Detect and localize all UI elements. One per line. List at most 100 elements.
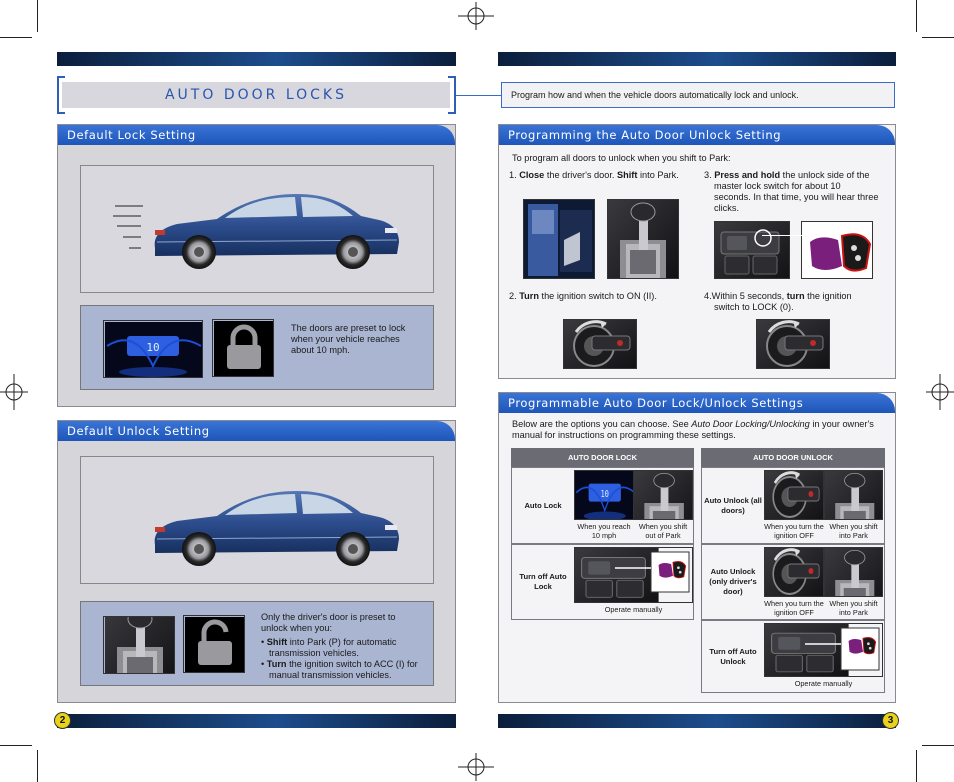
title-bracket-left xyxy=(57,76,65,114)
callout-line xyxy=(762,235,802,236)
lock-icon xyxy=(212,319,274,377)
caption: When you shift out of Park xyxy=(638,522,688,540)
step-number: 2. xyxy=(509,291,517,301)
caption: When you shift into Park xyxy=(829,599,878,617)
ignition-off-image xyxy=(764,547,824,597)
crop-mark xyxy=(916,0,917,32)
step-bold: Press and hold xyxy=(714,170,781,180)
unlock-row-driver-door: Auto Unlock (only driver's door) When yo… xyxy=(701,544,885,620)
car-image xyxy=(154,490,400,567)
unlock-info-text: Only the driver's door is preset to unlo… xyxy=(261,612,421,681)
lock-info-box: The doors are preset to lock when your v… xyxy=(80,305,434,390)
shifter-image xyxy=(824,470,883,520)
step-1: 1. Close the driver's door. Shift into P… xyxy=(509,170,689,181)
programming-intro: To program all doors to unlock when you … xyxy=(512,153,731,163)
registration-mark-icon xyxy=(926,374,954,410)
bullet-bold: Shift xyxy=(266,637,288,647)
unlock-info-intro: Only the driver's door is preset to unlo… xyxy=(261,612,396,633)
bullet-text: the ignition switch to ACC (I) for manua… xyxy=(269,659,418,680)
lock-switch-image xyxy=(764,623,883,677)
registration-mark-icon xyxy=(0,374,28,410)
caption: Operate manually xyxy=(794,679,853,688)
step-text: Within 5 seconds, xyxy=(711,291,787,301)
row-label: Turn off Auto Unlock xyxy=(709,646,757,666)
panel-heading: Programmable Auto Door Lock/Unlock Setti… xyxy=(508,396,804,410)
bullet-text: into Park (P) for automatic transmission… xyxy=(269,637,397,658)
title-bracket-right xyxy=(448,76,456,114)
intro-italic: Auto Door Locking/Unlocking xyxy=(691,419,810,429)
default-unlock-panel: Default Unlock Setting Only the driver's… xyxy=(57,420,456,703)
unlock-row-turn-off: Turn off Auto Unlock Operate manually xyxy=(701,620,885,693)
row-label: Auto Unlock (only driver's door) xyxy=(709,567,757,596)
ignition-off-image xyxy=(764,470,824,520)
page-title-box: AUTO DOOR LOCKS xyxy=(62,82,450,108)
unlock-icon xyxy=(183,615,245,673)
header-bar-left xyxy=(57,52,456,66)
caption: When you shift into Park xyxy=(829,522,878,540)
crop-mark xyxy=(922,745,954,746)
unlock-info-box: Only the driver's door is preset to unlo… xyxy=(80,601,434,686)
key-fob-image xyxy=(801,221,873,279)
crop-mark xyxy=(37,0,38,32)
step-text: the unlock side of the master lock switc… xyxy=(714,170,879,213)
car-image xyxy=(154,193,400,270)
car-image-box xyxy=(80,165,434,293)
row-label: Auto Unlock (all doors) xyxy=(704,495,762,515)
step-2: 2. Turn the ignition switch to ON (II). xyxy=(509,291,694,302)
panel-header: Default Unlock Setting xyxy=(58,421,455,441)
panel-header: Default Lock Setting xyxy=(58,125,455,145)
shifter-image xyxy=(824,547,883,597)
lock-row-turn-off: Turn off Auto Lock Operate manually xyxy=(511,544,694,620)
lock-switch-image xyxy=(574,547,693,603)
lock-switch-image xyxy=(714,221,790,279)
unlock-bullet-1: • Shift into Park (P) for automatic tran… xyxy=(261,637,397,658)
step-4: 4.Within 5 seconds, turn the ignition sw… xyxy=(704,291,879,313)
panel-header: Programmable Auto Door Lock/Unlock Setti… xyxy=(499,393,895,413)
ignition-on-image xyxy=(563,319,637,369)
step-number: 4. xyxy=(704,291,712,301)
crop-mark xyxy=(37,750,38,782)
step-bold: Shift xyxy=(617,170,638,180)
step-text: the ignition switch to LOCK (0). xyxy=(714,291,852,312)
footer-bar-left xyxy=(57,714,456,728)
caption: Operate manually xyxy=(604,605,663,614)
shifter-image xyxy=(607,199,679,279)
unlock-row-all-doors: Auto Unlock (all doors) When you turn th… xyxy=(701,467,885,544)
intro-text: in your owner's manual for instructions … xyxy=(512,419,874,440)
page-number-right: 3 xyxy=(882,712,899,729)
settings-intro: Below are the options you can choose. Se… xyxy=(512,419,882,441)
crop-mark xyxy=(0,37,32,38)
footer-bar-right xyxy=(498,714,896,728)
settings-panel: Programmable Auto Door Lock/Unlock Setti… xyxy=(498,392,896,703)
crop-mark xyxy=(0,745,32,746)
intro-box: Program how and when the vehicle doors a… xyxy=(501,82,895,108)
programming-panel: Programming the Auto Door Unlock Setting… xyxy=(498,124,896,379)
unlock-table-header: AUTO DOOR UNLOCK xyxy=(701,448,885,467)
step-text: into Park. xyxy=(637,170,679,180)
panel-heading: Programming the Auto Door Unlock Setting xyxy=(508,128,782,142)
default-lock-panel: Default Lock Setting The doors are prese… xyxy=(57,124,456,407)
step-bold: Turn xyxy=(519,291,539,301)
crop-mark xyxy=(916,750,917,782)
speedometer-image xyxy=(103,320,203,378)
step-text: the ignition switch to ON (II). xyxy=(538,291,657,301)
row-label: Turn off Auto Lock xyxy=(519,572,567,591)
shifter-image xyxy=(633,470,693,520)
caption: When you turn the ignition OFF xyxy=(764,599,824,617)
motion-lines-icon xyxy=(113,205,143,249)
page-number-left: 2 xyxy=(54,712,71,729)
registration-mark-icon xyxy=(458,753,494,781)
step-3: 3. Press and hold the unlock side of the… xyxy=(704,170,879,214)
intro-text: Program how and when the vehicle doors a… xyxy=(511,90,799,100)
step-bold: Close xyxy=(519,170,545,180)
panel-header: Programming the Auto Door Unlock Setting xyxy=(499,125,895,145)
panel-heading: Default Lock Setting xyxy=(67,128,196,142)
ignition-lock-image xyxy=(756,319,830,369)
step-number: 3. xyxy=(704,170,712,180)
speedometer-image xyxy=(574,470,634,520)
open-door-image xyxy=(523,199,595,279)
panel-heading: Default Unlock Setting xyxy=(67,424,210,438)
intro-text: Below are the options you can choose. Se… xyxy=(512,419,692,429)
unlock-bullet-2: • Turn the ignition switch to ACC (I) fo… xyxy=(261,659,418,680)
lock-table-header: AUTO DOOR LOCK xyxy=(511,448,694,467)
